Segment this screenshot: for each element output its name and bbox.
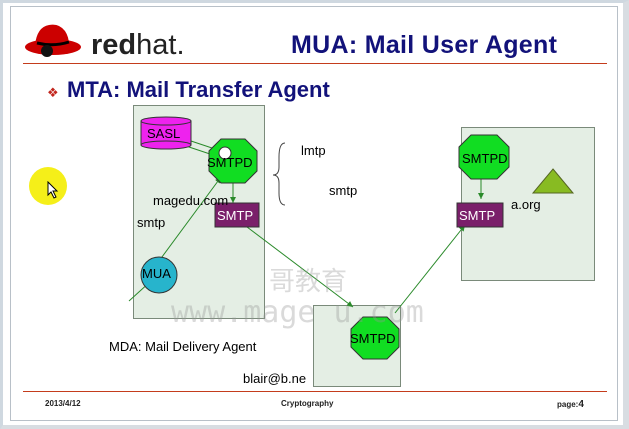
host-right-label: a.org [511, 197, 541, 212]
footer-page: page:4 [557, 399, 584, 410]
diagram-connectors [128, 116, 575, 360]
smtpd-left-label: SMTPD [207, 155, 253, 170]
slide-title: MUA: Mail User Agent [291, 31, 558, 59]
watermark-cn: 哥教育 [269, 267, 348, 297]
smtp-path-label: smtp [137, 215, 166, 230]
mouse-pointer-icon [47, 181, 59, 199]
email-label: blair@b.ne [243, 371, 307, 386]
title-rule [23, 63, 607, 64]
sasl-cylinder-icon [140, 116, 192, 150]
redhat-logo-icon [25, 24, 81, 57]
slide-subtitle: MTA: Mail Transfer Agent [67, 77, 330, 102]
slide: redhat. MUA: Mail User Agent ❖ MTA: Mail… [10, 6, 618, 421]
smtp-right-label: SMTP [459, 208, 496, 223]
footer-center: Cryptography [281, 399, 334, 408]
smtp-left-label: SMTP [217, 208, 254, 223]
redhat-wordmark: redhat. [91, 29, 185, 61]
mua-label: MUA [142, 266, 171, 281]
footer-rule [23, 391, 607, 392]
mda-label: MDA: Mail Delivery Agent [109, 339, 257, 354]
smtpd-bottom-label: SMTPD [350, 331, 396, 346]
smtpd-right-label: SMTPD [462, 151, 508, 166]
sasl-label: SASL [147, 126, 181, 141]
lmtp-label: lmtp [301, 143, 326, 158]
bullet-diamond-icon: ❖ [47, 85, 59, 100]
host-left-label: magedu.com [153, 193, 229, 208]
watermark-url: www.mage u.com [171, 295, 424, 330]
smtp-mid-label: smtp [329, 183, 358, 198]
footer-date: 2013/4/12 [45, 399, 81, 408]
